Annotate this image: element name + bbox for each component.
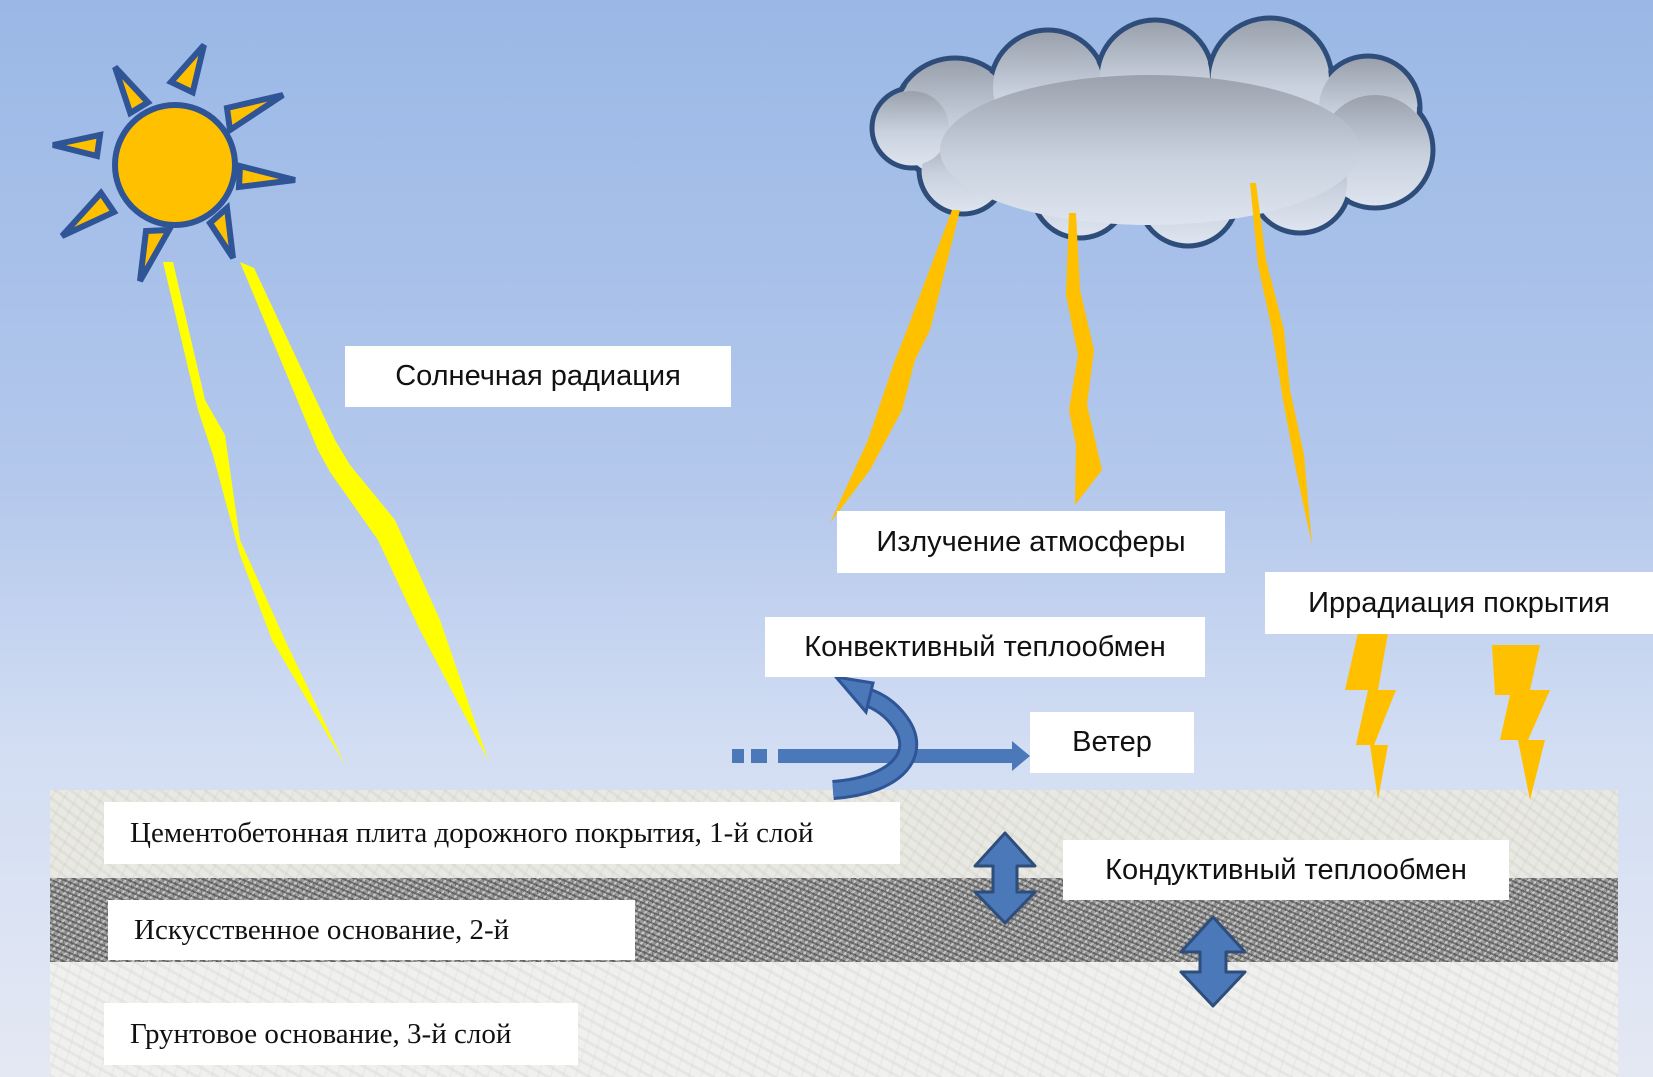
double-arrow-icon (973, 831, 1247, 1008)
wind-arrow-icon (732, 741, 1030, 771)
surface-irradiation-icon (1345, 633, 1550, 800)
label-layer-2-text: Искусственное основание, 2-й (134, 913, 510, 946)
label-layer-2: Искусственное основание, 2-й (108, 900, 635, 960)
curved-arrow-icon (832, 674, 919, 800)
label-wind-text: Ветер (1072, 726, 1152, 758)
label-atmosphere-radiation-text: Излучение атмосферы (876, 525, 1186, 558)
label-wind: Ветер (1030, 712, 1194, 773)
solar-ray-icon (163, 262, 488, 765)
label-solar-radiation: Солнечная радиация (345, 346, 731, 407)
sun-icon (52, 43, 296, 283)
label-conductive-exchange-text: Кондуктивный теплообмен (1105, 853, 1467, 886)
label-conductive-exchange: Кондуктивный теплообмен (1063, 840, 1509, 900)
label-layer-3-text: Грунтовое основание, 3-й слой (130, 1017, 512, 1050)
label-atmosphere-radiation: Излучение атмосферы (837, 511, 1225, 573)
label-solar-radiation-text: Солнечная радиация (395, 360, 681, 392)
label-layer-1: Цементобетонная плита дорожного покрытия… (104, 802, 900, 864)
label-convective-exchange: Конвективный теплообмен (765, 617, 1205, 677)
label-surface-irradiation-text: Иррадиация покрытия (1308, 586, 1610, 619)
label-convective-exchange-text: Конвективный теплообмен (804, 630, 1166, 663)
label-layer-3: Грунтовое основание, 3-й слой (104, 1003, 578, 1065)
label-layer-1-text: Цементобетонная плита дорожного покрытия… (130, 816, 814, 849)
label-surface-irradiation: Иррадиация покрытия (1265, 572, 1653, 634)
atmosphere-ray-icon (830, 183, 1312, 545)
